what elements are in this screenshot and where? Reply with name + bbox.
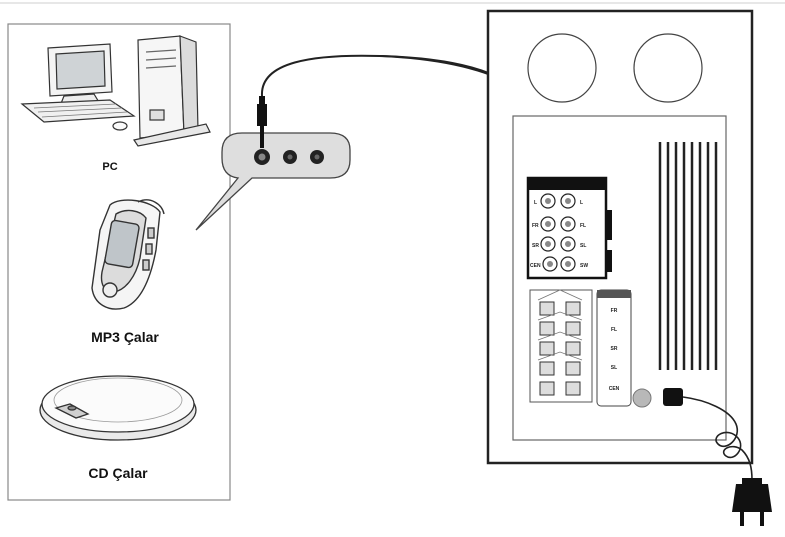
terminal-clip bbox=[565, 381, 581, 396]
cd-player-illustration bbox=[39, 375, 197, 441]
output-label-fr: FR bbox=[611, 308, 618, 314]
input-label-fl: FL bbox=[580, 223, 586, 229]
input-label-sl: SL bbox=[580, 243, 586, 249]
fuse-knob bbox=[632, 388, 652, 408]
input-label-l2: L bbox=[580, 200, 583, 206]
terminal-clip bbox=[539, 341, 555, 356]
jack-plug-icon bbox=[257, 96, 267, 148]
terminal-clip bbox=[539, 301, 555, 316]
power-socket bbox=[663, 388, 683, 406]
pc-label: PC bbox=[102, 161, 117, 173]
power-plug-icon bbox=[732, 478, 772, 526]
output-label-sl: SL bbox=[611, 365, 617, 371]
terminal-clip bbox=[539, 381, 555, 396]
terminal-clip bbox=[565, 301, 581, 316]
terminal-clip bbox=[565, 361, 581, 376]
input-label-l1: L bbox=[534, 200, 537, 206]
input-label-fr: FR bbox=[532, 223, 539, 229]
mp3-player-label: MP3 Çalar bbox=[91, 329, 159, 345]
input-label-cen: CEN bbox=[530, 263, 541, 269]
output-channel-labels: FR FL SR SL CEN bbox=[596, 289, 632, 407]
speaker-terminal-block bbox=[529, 289, 593, 403]
terminal-clip bbox=[539, 321, 555, 336]
output-label-sr: SR bbox=[611, 346, 618, 352]
terminal-clip bbox=[539, 361, 555, 376]
pc-illustration bbox=[20, 35, 211, 147]
power-cord bbox=[682, 396, 753, 481]
output-label-fl: FL bbox=[611, 327, 617, 333]
terminal-clip bbox=[565, 341, 581, 356]
terminal-clip bbox=[565, 321, 581, 336]
input-label-sr: SR bbox=[532, 243, 539, 249]
mp3-player-illustration bbox=[91, 199, 165, 310]
rca-input-panel: L L FR FL SR SL CEN SW bbox=[526, 176, 612, 280]
input-label-sw: SW bbox=[580, 263, 588, 269]
audio-jack-callout bbox=[195, 132, 351, 231]
heat-sink-vents bbox=[658, 142, 718, 370]
port-hole-right bbox=[633, 33, 703, 103]
cd-player-label: CD Çalar bbox=[88, 465, 148, 481]
output-label-cen: CEN bbox=[609, 386, 620, 392]
port-hole-left bbox=[527, 33, 597, 103]
